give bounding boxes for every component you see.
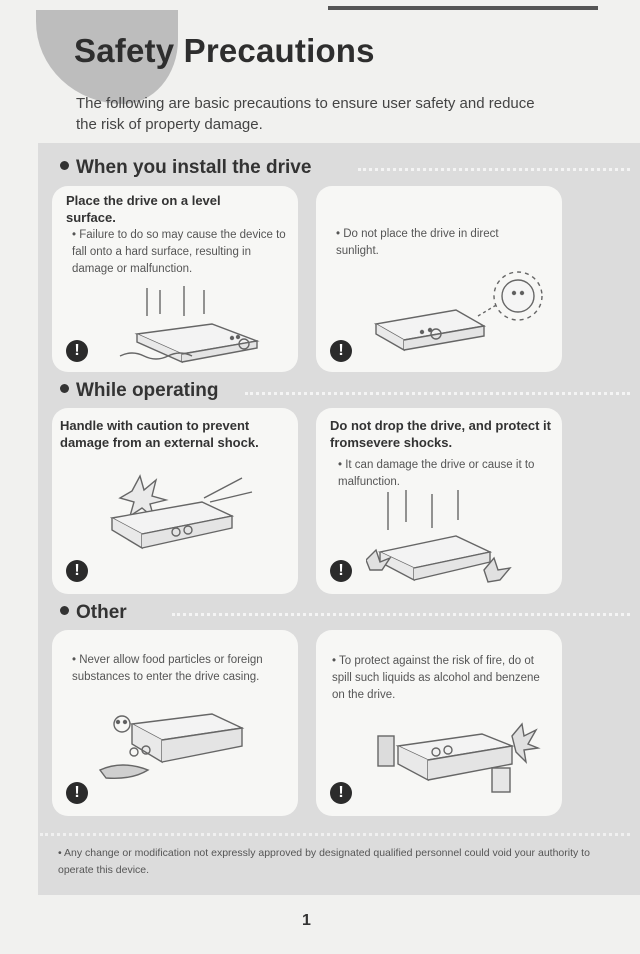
drive-falling-illustration	[119, 286, 260, 364]
dotted-divider	[358, 168, 630, 171]
exclamation-circle-icon: !	[66, 560, 88, 582]
card-bullet: • Failure to do so may cause the device …	[72, 229, 286, 275]
section-title-install: When you install the drive	[60, 157, 311, 179]
card-level-surface: Place the drive on a level surface. • Fa…	[52, 186, 298, 372]
card-external-shock: Handle with caution to prevent damage fr…	[52, 408, 298, 594]
exclamation-circle-icon: !	[330, 560, 352, 582]
card-do-not-drop: Do not drop the drive, and protect it fr…	[316, 408, 562, 594]
section-title-text: When you install the drive	[76, 157, 312, 178]
exclamation-circle-icon: !	[330, 340, 352, 362]
intro-text: The following are basic precautions to e…	[76, 95, 535, 133]
exclamation-circle-icon: !	[66, 340, 88, 362]
exclamation-circle-icon: !	[330, 782, 352, 804]
card-foreign-substances: • Never allow food particles or foreign …	[52, 630, 298, 816]
section-title-operating: While operating	[60, 380, 219, 402]
card-heading: Do not drop the drive, and protect it fr…	[330, 418, 551, 450]
card-bullet: • Never allow food particles or foreign …	[72, 654, 263, 683]
card-bullet: • It can damage the drive or cause it to…	[338, 459, 535, 488]
card-bullet: • Do not place the drive in direct sunli…	[336, 228, 499, 257]
bullet-dot-icon	[60, 384, 69, 393]
card-liquids: • To protect against the risk of fire, d…	[316, 630, 562, 816]
page-number: 1	[302, 912, 311, 929]
drive-sunlight-illustration	[373, 271, 543, 352]
exclamation-circle-icon: !	[66, 782, 88, 804]
card-sunlight: • Do not place the drive in direct sunli…	[316, 186, 562, 372]
drive-liquid-illustration	[377, 722, 541, 793]
section-title-other: Other	[60, 602, 127, 624]
bullet-dot-icon	[60, 161, 69, 170]
drive-food-illustration	[98, 713, 245, 780]
page-title: Safety Precautions	[74, 32, 375, 69]
footer-note: • Any change or modification not express…	[58, 847, 590, 876]
dotted-divider	[245, 392, 630, 395]
drive-drop-illustration	[366, 490, 512, 583]
dotted-divider	[172, 613, 630, 616]
drive-shock-illustration	[109, 474, 253, 550]
section-title-text: Other	[76, 602, 127, 623]
section-title-text: While operating	[76, 380, 219, 401]
card-heading: Place the drive on a level surface.	[66, 193, 221, 225]
top-rule	[328, 6, 598, 10]
card-bullet: • To protect against the risk of fire, d…	[332, 655, 540, 701]
card-heading: Handle with caution to prevent damage fr…	[60, 418, 259, 450]
dotted-divider	[40, 833, 630, 836]
bullet-dot-icon	[60, 606, 69, 615]
